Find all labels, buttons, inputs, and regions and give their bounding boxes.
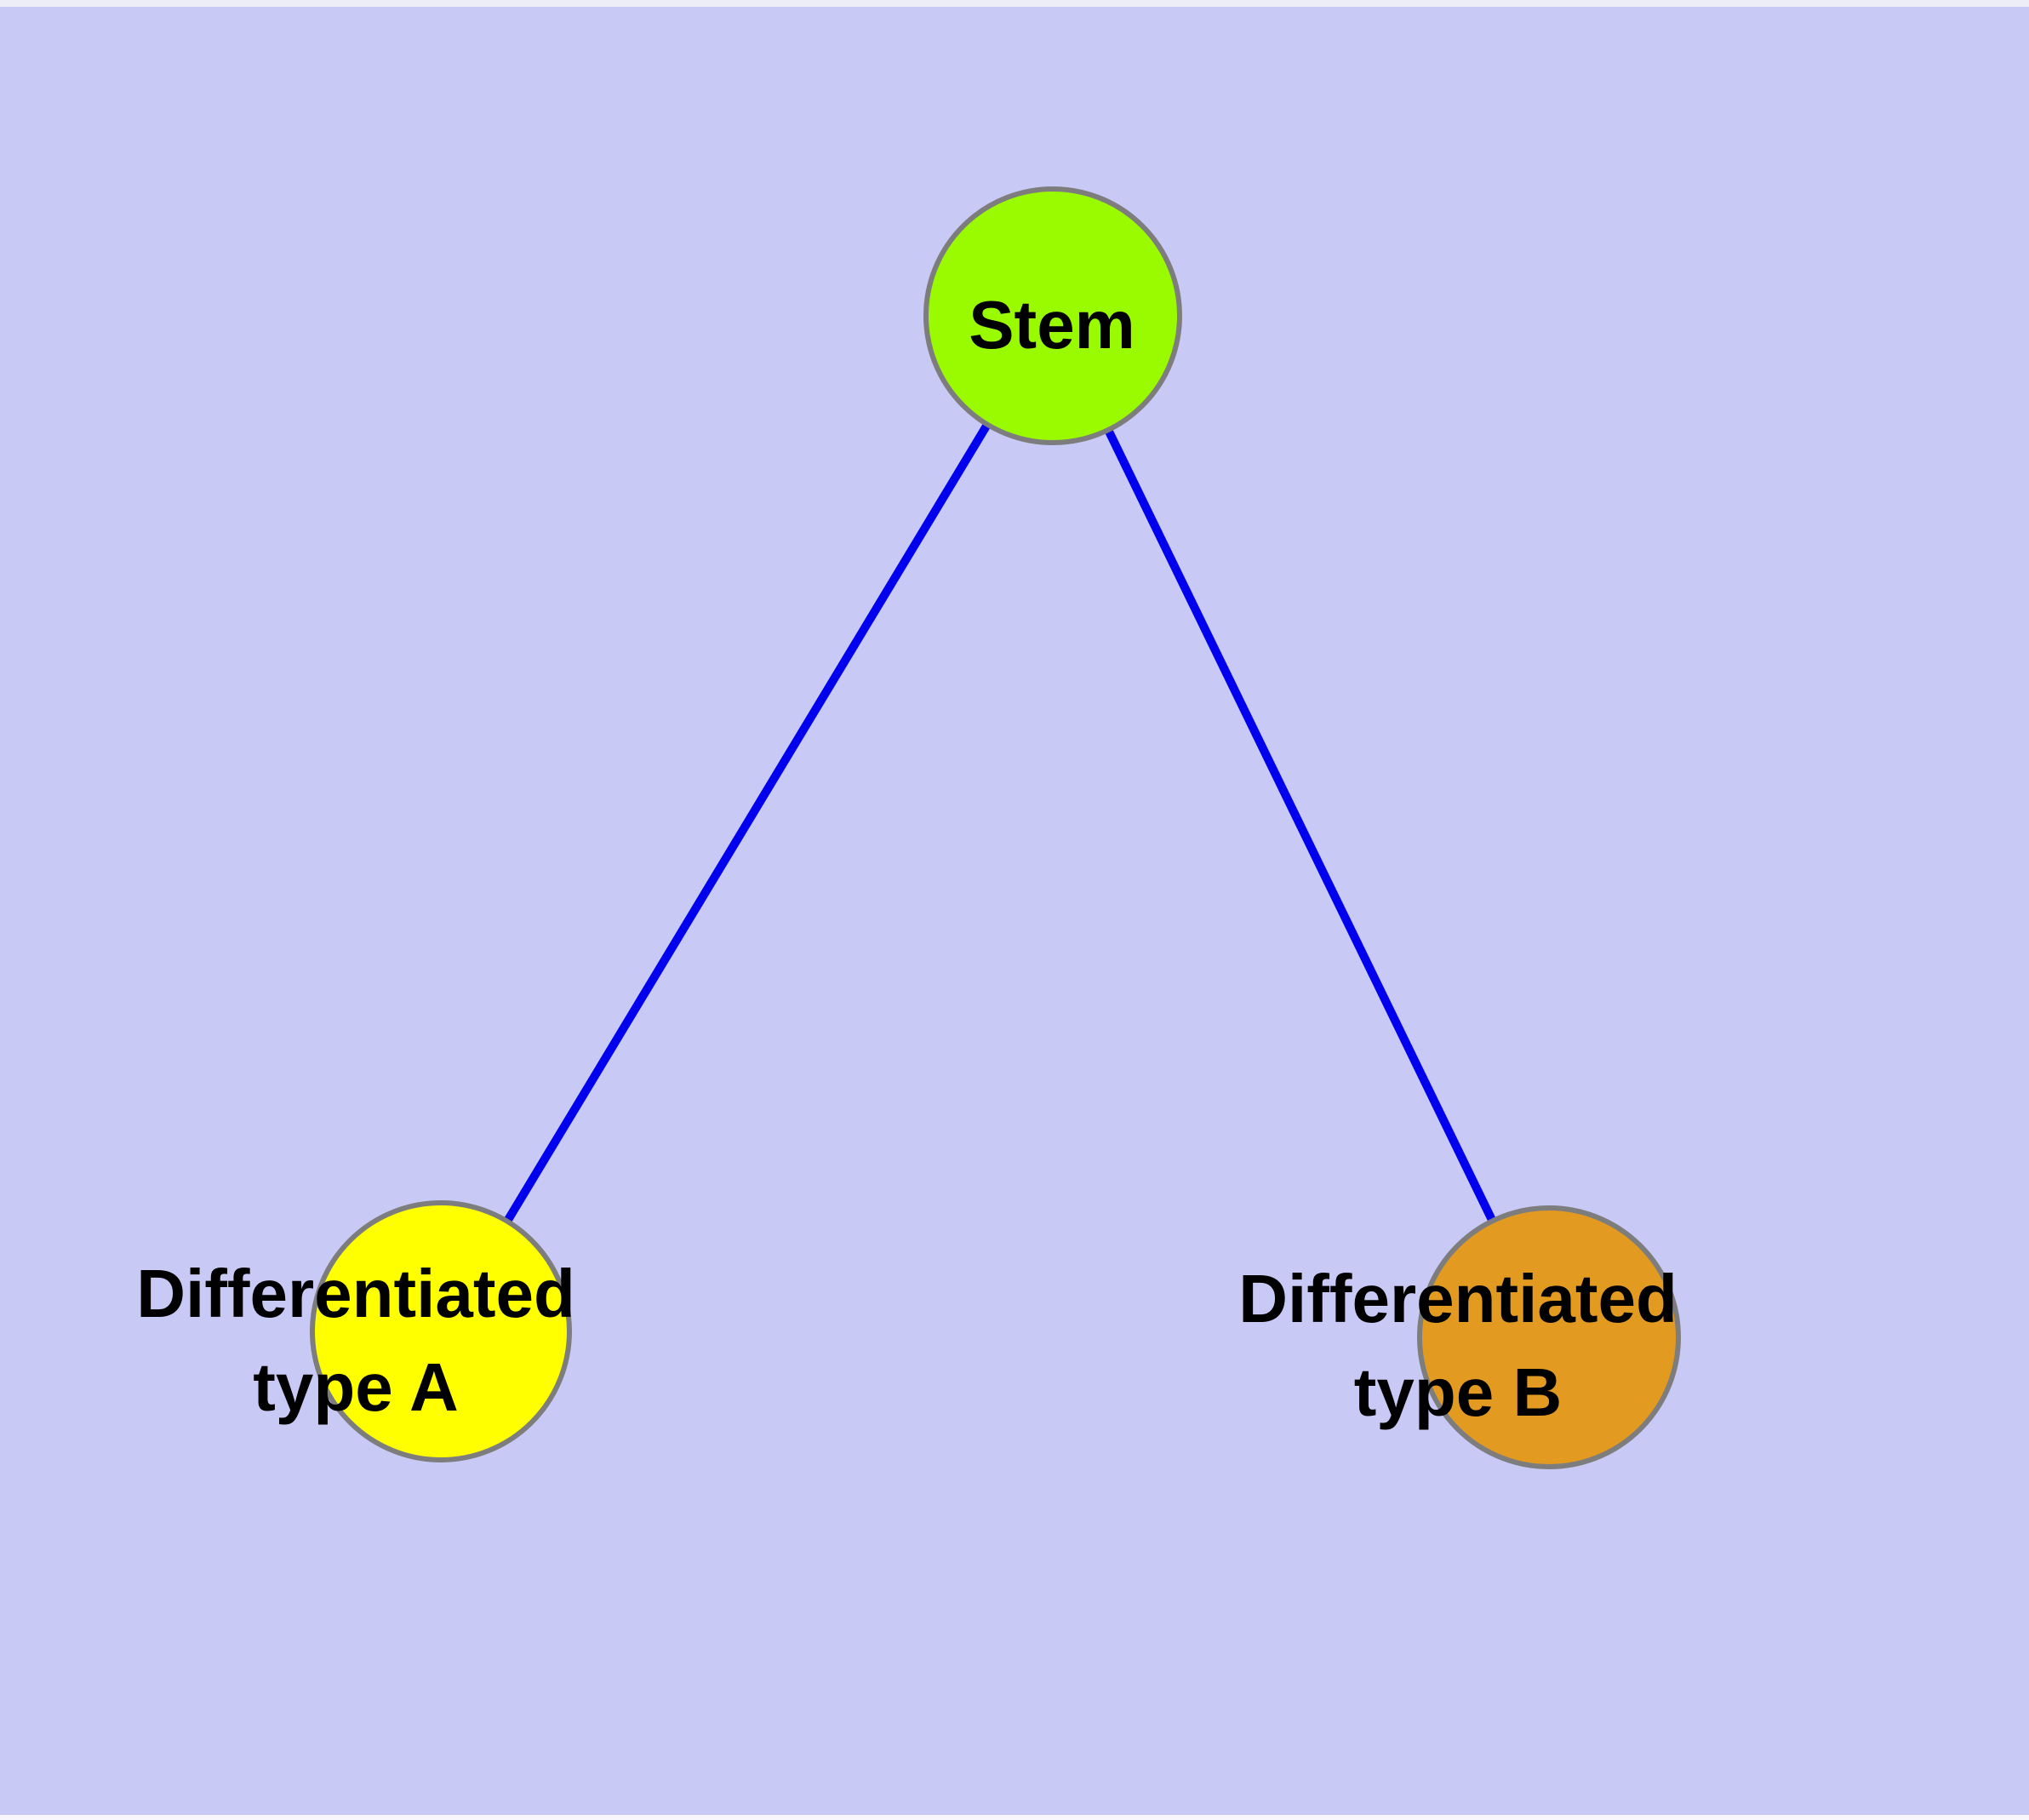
node-type-b-label-line-2: type B [1353,1354,1563,1430]
node-type-a-label-line-2: type A [253,1349,459,1425]
image-edge-artifact-bottom [0,1815,2029,1820]
node-stem-circle [923,186,1182,445]
node-stem-label-line-1: Stem [969,287,1135,363]
node-type-b-circle [1417,1205,1681,1469]
node-type-a-label-line-1: Differentiated [136,1256,575,1331]
node-type-a-circle [310,1200,572,1462]
node-type-b-label: Differentiated type B [1238,1252,1677,1439]
node-stem-label: Stem [969,278,1135,372]
node-type-b-label-line-1: Differentiated [1238,1261,1677,1336]
node-type-a-label: Differentiated type A [136,1247,575,1434]
edge-stem-to-type-b [1049,313,1553,1340]
edge-stem-to-type-a [437,313,1057,1334]
image-edge-artifact-top [0,0,2029,7]
